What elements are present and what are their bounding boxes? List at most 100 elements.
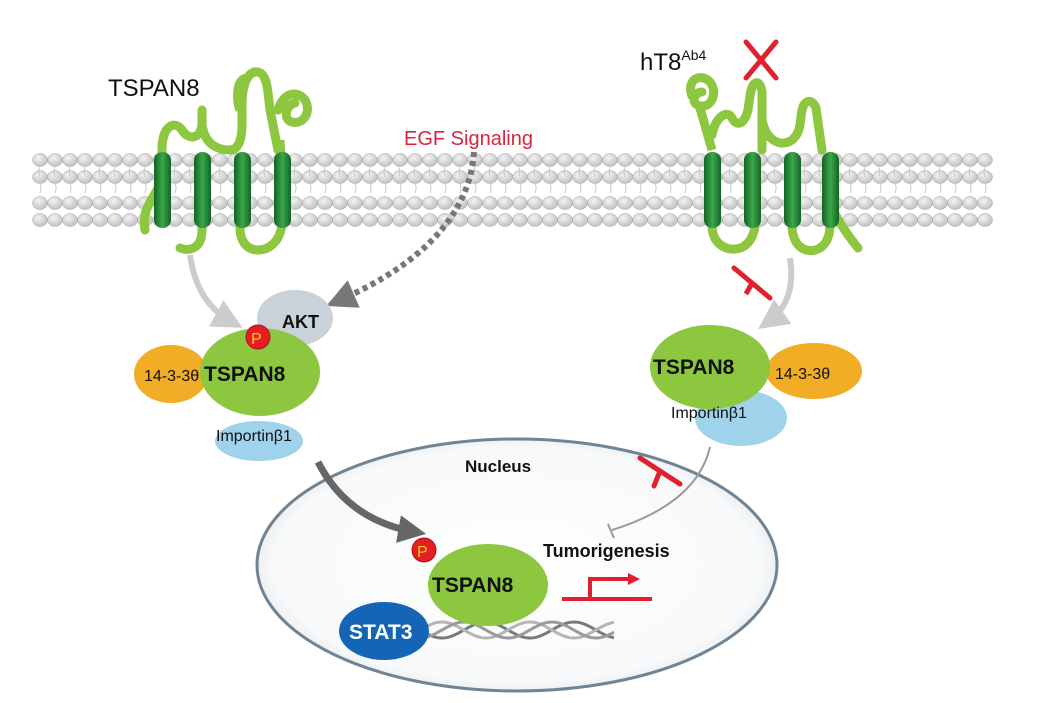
lipid-head [662,196,678,210]
tspan8-membrane-left [139,67,312,255]
tspan8-cytoplasm-left [200,328,320,416]
lipid-head [977,196,993,210]
lipid-head [212,153,228,167]
lipid-head [887,153,903,167]
lipid-tail [878,166,882,194]
protein-1433-right-label: 14-3-3θ [775,366,830,383]
lipid-head [332,196,348,210]
lipid-tail [398,166,402,194]
lipid-head [857,153,873,167]
lipid-tail [623,166,627,194]
lipid-head [527,153,543,167]
lipid-head [107,153,123,167]
lipid-head [107,196,123,210]
lipid-head [512,153,528,167]
lipid-head [902,153,918,167]
tspan8-nuclear [428,544,548,626]
nucleus-label: Nucleus [465,457,531,476]
internalization-arrow-left [187,254,243,328]
tspan8-nuclear-label: TSPAN8 [432,574,514,597]
lipid-head [902,213,918,227]
lipid-head [962,153,978,167]
lipid-head [92,196,108,210]
lipid-head [902,196,918,210]
stat3-label: STAT3 [349,621,412,644]
lipid-head [722,196,738,210]
lipid-head [377,196,393,210]
tspan8-left-label: TSPAN8 [204,363,286,386]
phospho-left-icon [245,324,271,350]
lipid-head [347,196,363,210]
lipid-tail [308,166,312,194]
lipid-head [392,196,408,210]
lipid-tail [518,166,522,194]
protein-1433-left [134,345,208,403]
lipid-tail [413,166,417,194]
lipid-head [557,196,573,210]
lipid-head [317,213,333,227]
lipid-head [872,153,888,167]
lipid-head [527,196,543,210]
lipid-head [512,196,528,210]
internalization-inhibitor-icon [731,265,773,301]
lipid-head [47,153,63,167]
lipid-head [32,153,48,167]
lipid-head [512,213,528,227]
lipid-tail [773,166,777,194]
lipid-head [392,153,408,167]
lipid-tail [218,166,222,194]
lipid-head [572,153,588,167]
lipid-tail [338,166,342,194]
lipid-head [647,196,663,210]
tumorigenesis-link [611,446,711,531]
lipid-head [122,213,138,227]
lipid-head [62,213,78,227]
dna-helix [419,620,615,640]
tumorigenesis-link-bar [607,523,615,539]
transcription-arrow-icon [562,573,652,601]
lipid-head [137,153,153,167]
lipid-head [962,196,978,210]
lipid-head [497,196,513,210]
nuclear-import-arrow [314,460,427,543]
lipid-head [677,196,693,210]
lipid-tail [578,166,582,194]
lipid-head [617,213,633,227]
lipid-tail [443,166,447,194]
lipid-head [302,196,318,210]
lipid-tail [68,166,72,194]
lipid-tail [683,166,687,194]
lipid-head [767,196,783,210]
lipid-tail [113,166,117,194]
lipid-head [122,153,138,167]
phospho-nuclear-label: P [417,544,428,561]
tspan8-cytoplasm-right [650,325,770,409]
lipid-head [677,153,693,167]
lipid-tail [698,166,702,194]
lipid-head [932,153,948,167]
lipid-head [362,213,378,227]
lipid-head [977,213,993,227]
lipid-head [422,153,438,167]
lipid-head [497,213,513,227]
lipid-head [947,153,963,167]
lipid-head [407,153,423,167]
lipid-head [437,153,453,167]
tspan8-membrane-right [686,73,863,256]
lipid-head [32,196,48,210]
importin-left [215,421,303,461]
lipid-tail [668,166,672,194]
lipid-head [77,213,93,227]
lipid-tail [638,166,642,194]
lipid-head [662,213,678,227]
lipid-head [482,196,498,210]
tspan8-right-label: TSPAN8 [653,356,735,379]
lipid-tail [953,166,957,194]
phospho-nuclear-icon [411,537,437,563]
lipid-head [857,196,873,210]
lipid-head [632,153,648,167]
cytoplasmic-complex-left: AKT 14-3-3θ TSPAN8 Importinβ1 P [134,290,333,461]
lipid-tail [83,166,87,194]
lipid-tail [353,166,357,194]
lipid-tail [368,166,372,194]
